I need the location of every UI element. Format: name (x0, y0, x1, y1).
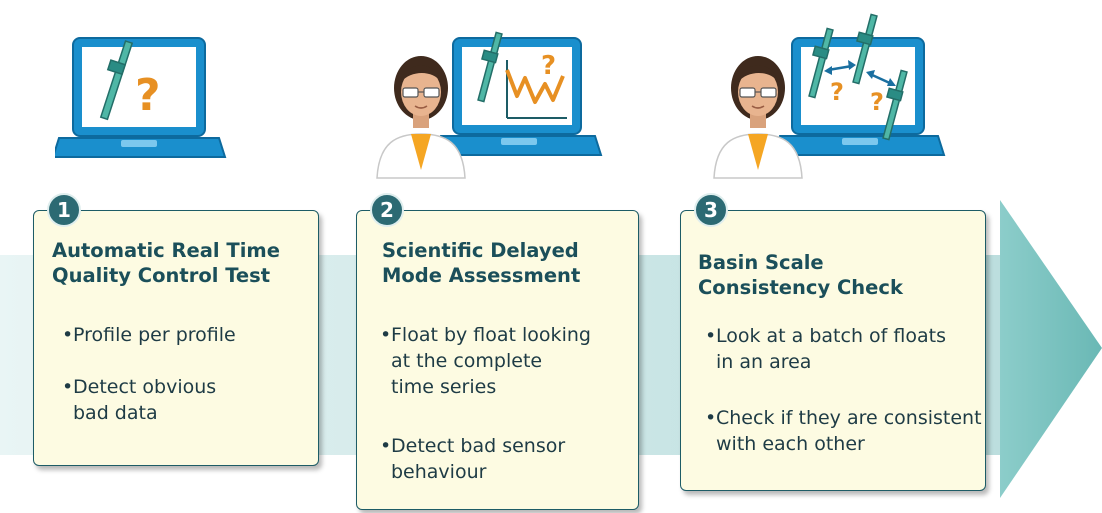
step-3-bullet-2: •Check if they are consistent with each … (705, 407, 982, 455)
step-3-box (680, 210, 986, 491)
float-probe-icon (99, 40, 134, 121)
float-probe-icon (808, 13, 908, 141)
laptop-icon: ? (55, 37, 227, 158)
question-mark-icon: ? (870, 88, 884, 116)
scientist-with-floats-illustration: ? ? (713, 13, 946, 179)
scientist-icon (376, 56, 466, 179)
process-arrow-head (1000, 200, 1102, 498)
float-probe-icon (477, 31, 503, 103)
scientist-with-chart-illustration: ? (376, 31, 603, 179)
step-3-bullet-1: •Look at a batch of floats in an area (705, 325, 946, 373)
step-number-badge: 1 (47, 193, 81, 227)
step-number-badge: 2 (370, 193, 404, 227)
question-mark-icon: ? (135, 70, 161, 121)
step-1-bullet-2: •Detect obvious bad data (62, 376, 217, 424)
laptop-icon (772, 37, 946, 156)
step-number-badge: 3 (694, 193, 728, 227)
line-chart-icon (505, 60, 567, 119)
step-2-bullet-2: •Detect bad sensor behaviour (380, 435, 566, 483)
step-1-title: Automatic Real Time Quality Control Test (52, 239, 280, 287)
step-3-title: Basin Scale Consistency Check (698, 251, 903, 299)
double-arrow-icon (824, 60, 896, 86)
step-1-bullet-1: •Profile per profile (62, 324, 236, 346)
step-2-box (356, 210, 639, 510)
step-2-bullet-1: •Float by float looking at the complete … (380, 324, 591, 398)
scientist-icon (713, 56, 803, 179)
step-1-box (33, 210, 319, 466)
question-mark-icon: ? (541, 51, 556, 81)
question-mark-icon: ? (830, 78, 844, 106)
step-2-title: Scientific Delayed Mode Assessment (382, 239, 581, 287)
